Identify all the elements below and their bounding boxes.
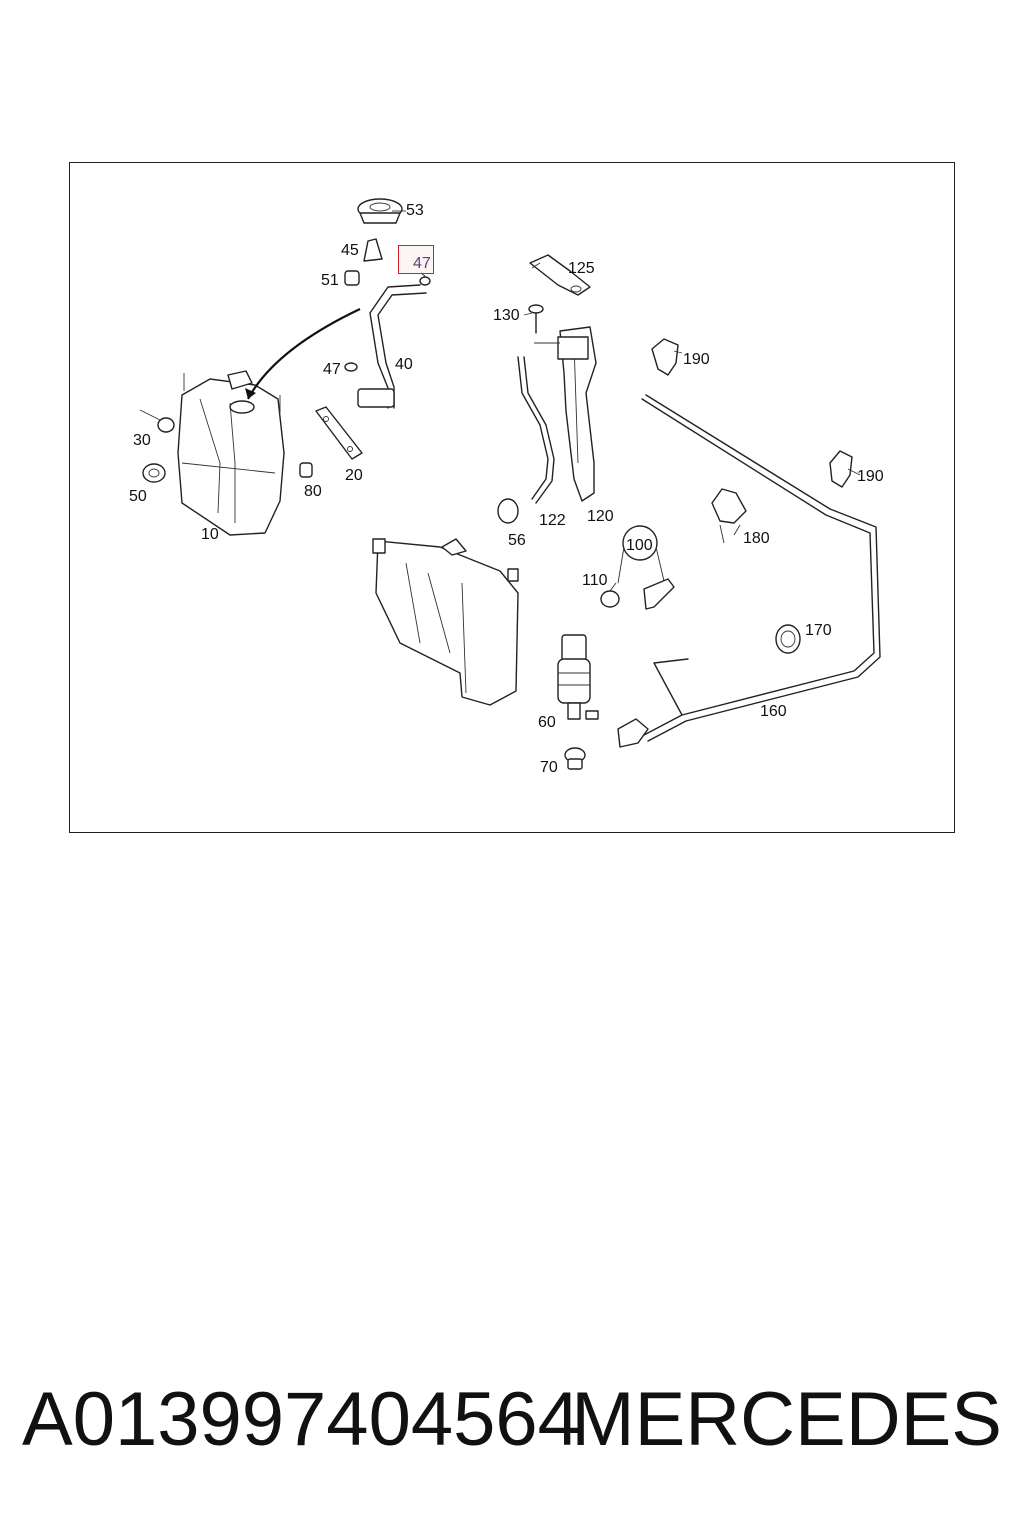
leader-lines bbox=[392, 210, 861, 592]
callout-53: 53 bbox=[406, 202, 424, 219]
screw-130 bbox=[528, 304, 544, 334]
bracket-20 bbox=[315, 406, 363, 460]
footer: A013997404564 MERCEDES bbox=[0, 1370, 1024, 1470]
washer-pump-60 bbox=[557, 634, 599, 720]
callout-70: 70 bbox=[540, 759, 558, 776]
part-number: A013997404564 bbox=[22, 1377, 580, 1462]
cap-125 bbox=[529, 254, 591, 296]
callout-110: 110 bbox=[582, 572, 608, 589]
callout-130: 130 bbox=[493, 307, 520, 324]
screw-30 bbox=[139, 409, 175, 433]
callout-40: 40 bbox=[395, 356, 413, 373]
o-ring-47-lower bbox=[344, 362, 358, 372]
callout-180: 180 bbox=[743, 530, 770, 547]
callout-120: 120 bbox=[587, 508, 614, 525]
seal-45 bbox=[363, 238, 383, 262]
o-ring-47-top bbox=[419, 276, 431, 286]
assembly-pointer-arrow bbox=[247, 308, 361, 400]
hose-122 bbox=[517, 356, 549, 500]
callout-190-lower: 190 bbox=[857, 468, 884, 485]
callout-30: 30 bbox=[133, 432, 151, 449]
callout-10: 10 bbox=[201, 526, 219, 543]
hose-160 bbox=[641, 394, 881, 742]
pointer-arrowhead bbox=[245, 388, 256, 399]
callout-47: 47 bbox=[323, 361, 341, 378]
hose-connector bbox=[617, 718, 649, 748]
grommet-70 bbox=[564, 747, 586, 770]
callout-45: 45 bbox=[341, 242, 359, 259]
parts-diagram-frame: 53 45 47 51 47 40 30 50 80 20 10 125 130… bbox=[69, 162, 955, 833]
plug-51 bbox=[344, 270, 360, 286]
exploded-parts-diagram: 53 45 47 51 47 40 30 50 80 20 10 125 130… bbox=[129, 198, 884, 776]
highlight-box-47 bbox=[398, 245, 434, 274]
callout-56: 56 bbox=[508, 532, 526, 549]
clamp-170 bbox=[775, 624, 801, 654]
bracket-120 bbox=[557, 326, 597, 502]
callout-100: 100 bbox=[626, 537, 653, 554]
callout-125: 125 bbox=[568, 260, 595, 277]
filler-cap-53 bbox=[357, 198, 403, 224]
callout-51: 51 bbox=[321, 272, 339, 289]
reservoir-tank-10 bbox=[177, 370, 285, 536]
callout-60: 60 bbox=[538, 714, 556, 731]
clip-190-lower bbox=[829, 450, 853, 488]
callout-50: 50 bbox=[129, 488, 147, 505]
callout-80: 80 bbox=[304, 483, 322, 500]
plug-80 bbox=[299, 462, 313, 478]
callout-160: 160 bbox=[760, 703, 787, 720]
clip-180 bbox=[711, 488, 747, 544]
callout-47-highlighted: 47 bbox=[413, 255, 431, 272]
grommet-50 bbox=[142, 463, 166, 483]
brand-name: MERCEDES bbox=[571, 1377, 1002, 1462]
grommet-56 bbox=[497, 498, 519, 524]
callout-20: 20 bbox=[345, 467, 363, 484]
callout-190-top: 190 bbox=[683, 351, 710, 368]
check-valve-100 bbox=[600, 525, 675, 610]
callout-170: 170 bbox=[805, 622, 832, 639]
callout-122: 122 bbox=[539, 512, 566, 529]
filler-neck-40 bbox=[357, 284, 427, 409]
clip-190-top bbox=[651, 338, 679, 376]
reservoir-shroud bbox=[372, 538, 519, 706]
